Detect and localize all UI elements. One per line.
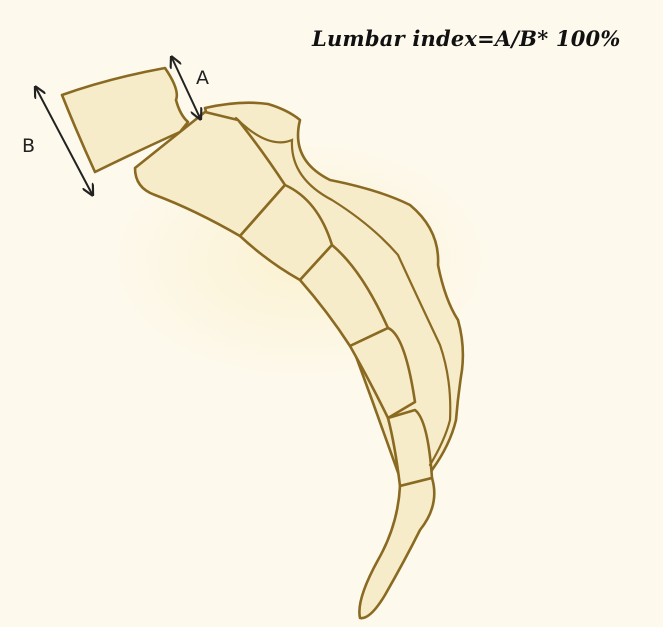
label-b: B <box>22 135 35 157</box>
coccyx <box>359 478 434 618</box>
label-a: A <box>196 67 209 89</box>
